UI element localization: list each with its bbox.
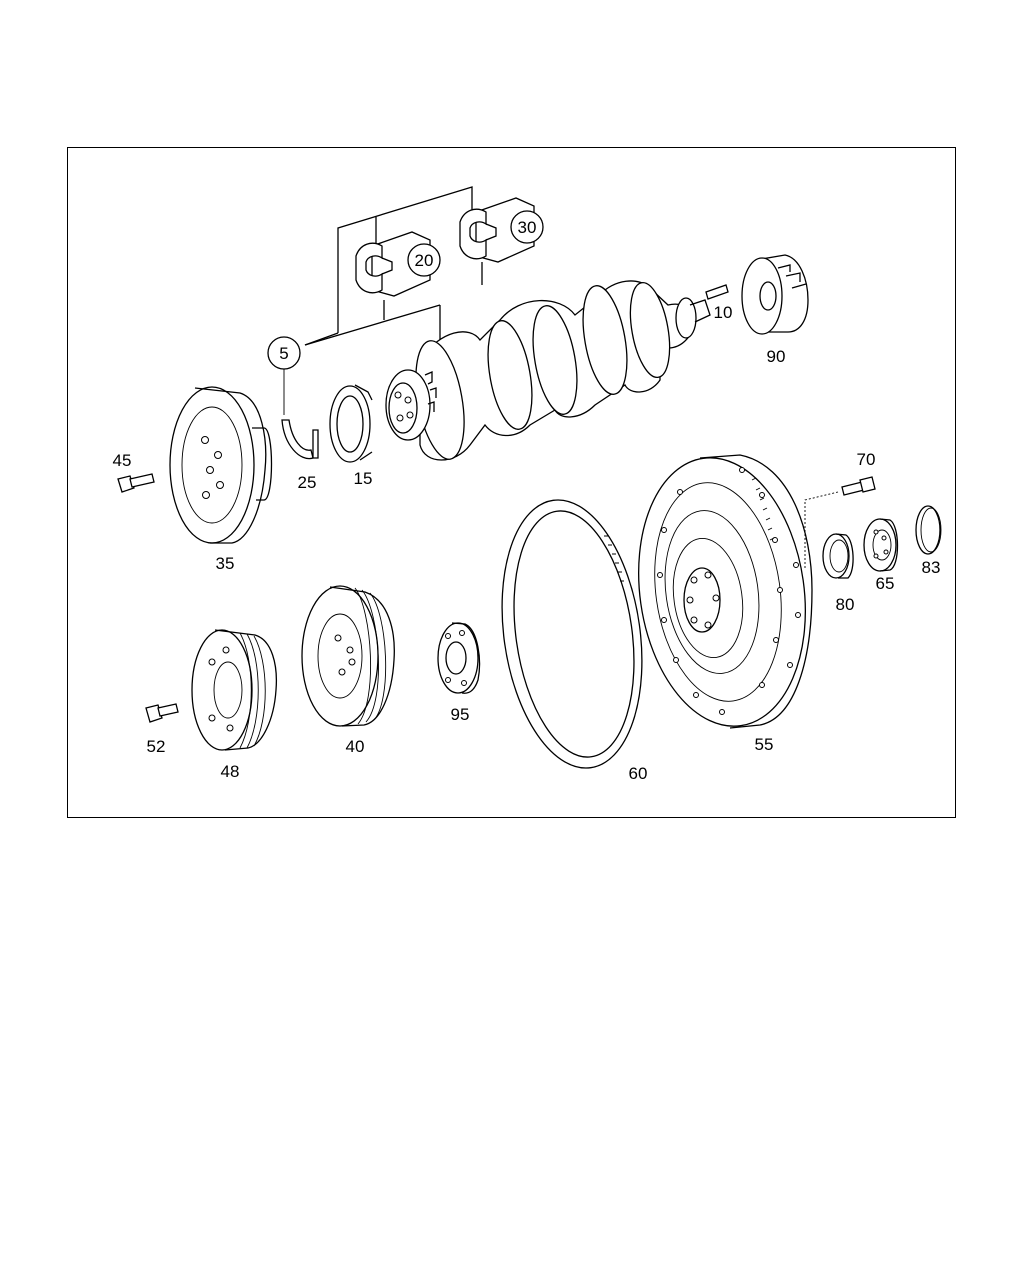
pulley-35[interactable]: 35 [169, 386, 273, 573]
pulley-48[interactable]: 48 [191, 629, 278, 781]
label-25: 25 [298, 473, 317, 492]
callout-20[interactable]: 20 [407, 243, 441, 277]
damper-pulley-40[interactable]: 40 [301, 585, 395, 756]
crankshaft-gear-90[interactable]: 90 [741, 254, 809, 366]
label-30: 30 [518, 218, 537, 237]
label-45: 45 [113, 451, 132, 470]
label-70: 70 [857, 450, 876, 469]
key-10[interactable]: 10 [705, 284, 733, 322]
label-65: 65 [876, 574, 895, 593]
label-35: 35 [216, 554, 235, 573]
crankshaft[interactable] [385, 280, 711, 463]
callout-5[interactable]: 5 [267, 336, 301, 370]
label-5: 5 [279, 344, 288, 363]
label-80: 80 [836, 595, 855, 614]
callout-30[interactable]: 30 [510, 210, 544, 244]
label-55: 55 [755, 735, 774, 754]
thrust-washer-25[interactable]: 25 [281, 369, 319, 492]
seal-80[interactable]: 80 [822, 533, 855, 614]
label-48: 48 [221, 762, 240, 781]
label-60: 60 [629, 764, 648, 783]
bolt-45[interactable]: 45 [113, 451, 155, 493]
seal-ring-15[interactable]: 15 [329, 384, 373, 488]
label-90: 90 [767, 347, 786, 366]
flange-95[interactable]: 95 [437, 622, 481, 724]
label-83: 83 [922, 558, 941, 577]
label-10: 10 [714, 303, 733, 322]
ring-gear-60[interactable]: 60 [486, 491, 658, 783]
label-40: 40 [346, 737, 365, 756]
bearing-65[interactable]: 65 [863, 518, 899, 593]
bearing-shell-group [304, 186, 483, 346]
bolt-70[interactable]: 70 [804, 450, 876, 568]
label-15: 15 [354, 469, 373, 488]
bolt-52[interactable]: 52 [145, 703, 179, 756]
label-52: 52 [147, 737, 166, 756]
label-95: 95 [451, 705, 470, 724]
diagram-frame [67, 147, 956, 818]
flywheel-55[interactable]: 55 [622, 447, 822, 754]
label-20: 20 [415, 251, 434, 270]
snap-ring-83[interactable]: 83 [915, 505, 942, 577]
